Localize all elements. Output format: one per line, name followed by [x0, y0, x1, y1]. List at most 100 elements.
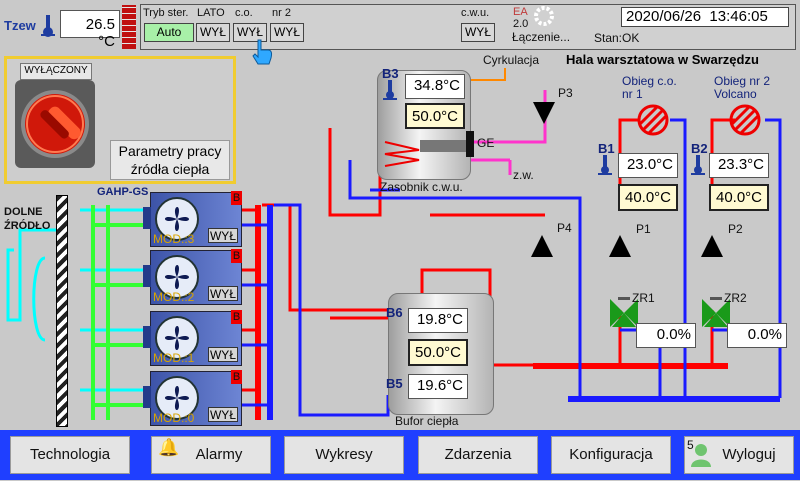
ea-label: EA: [513, 6, 528, 18]
valve-zr2-position: 0.0%: [727, 323, 787, 348]
circuit2-name: Obieg nr 2 Volcano: [714, 74, 771, 101]
nav-wyloguj-label: Wyloguj: [722, 446, 776, 463]
brick-wall-icon: [122, 5, 136, 49]
module-side: [143, 265, 151, 287]
nav-konfiguracja-button[interactable]: Konfiguracja: [551, 436, 671, 474]
circulation-label: Cyrkulacja: [483, 53, 540, 67]
nr2-label: nr 2: [272, 7, 291, 19]
nav-zdarzenia-button[interactable]: Zdarzenia: [418, 436, 538, 474]
dhw-heater-body: [466, 131, 474, 157]
buffer-bottom-sensor-label: B5: [386, 376, 403, 391]
ea-version: 2.0: [513, 18, 529, 30]
nav-alarmy-label: Alarmy: [195, 446, 243, 463]
system-status: Stan:OK: [594, 31, 640, 45]
co-toggle-button[interactable]: WYŁ: [233, 23, 267, 42]
pump-p3-icon[interactable]: [533, 102, 555, 124]
auto-button[interactable]: Auto: [144, 23, 194, 42]
buffer-bottom-temp: 19.6°C: [408, 374, 468, 399]
circuit1-radiator-icon: [636, 103, 670, 142]
module-side: [143, 326, 151, 348]
module-flag: B: [231, 249, 242, 263]
pump-p4-label: P4: [557, 221, 572, 235]
circuit2-temp: 23.3°C: [709, 153, 769, 178]
nav-wyloguj-button[interactable]: 5 Wyloguj: [684, 436, 794, 474]
dhw-temp: 34.8°C: [405, 74, 465, 99]
valve-zr1-icon[interactable]: [610, 297, 638, 334]
cwu-toggle-button[interactable]: WYŁ: [461, 23, 495, 42]
module-state: WYŁ: [208, 228, 238, 243]
pointer-hand-icon: [250, 38, 274, 71]
valve-zr2-icon[interactable]: [702, 297, 730, 334]
module-side: [143, 207, 151, 229]
pump-p2-icon[interactable]: [701, 235, 723, 257]
dhw-heater-label: GE: [477, 136, 495, 150]
thermometer-icon: [41, 15, 55, 37]
pump-p3-label: P3: [558, 86, 573, 100]
user-icon: [691, 443, 711, 481]
module-flag: B: [231, 310, 242, 324]
tzew-value: 26.5 °C: [60, 10, 120, 50]
valve-zr1-position: 0.0%: [636, 323, 696, 348]
module-flag: B: [231, 191, 242, 205]
module-state: WYŁ: [208, 407, 238, 422]
module-state: WYŁ: [208, 347, 238, 362]
module-state: WYŁ: [208, 286, 238, 301]
pump-p1-label: P1: [636, 222, 651, 236]
lower-source-line2: ŹRÓDŁO: [4, 220, 51, 232]
buffer-top-temp: 19.8°C: [408, 308, 468, 333]
pump-p1-icon[interactable]: [609, 235, 631, 257]
params-button[interactable]: Parametry pracy źródła ciepła: [110, 140, 230, 180]
circuit1-name: Obieg c.o. nr 1: [622, 74, 677, 101]
dhw-setpoint[interactable]: 50.0°C: [405, 103, 465, 129]
season-toggle-button[interactable]: WYŁ: [196, 23, 230, 42]
circuit2-thermometer-icon: [691, 155, 705, 180]
dhw-coil-icon: [383, 138, 423, 173]
loading-spinner-icon: [533, 5, 555, 32]
buffer-top-sensor-label: B6: [386, 305, 403, 320]
source-state-label: WYŁĄCZONY: [20, 63, 92, 80]
cwu-label: c.w.u.: [461, 7, 490, 19]
fan-icon: [154, 254, 200, 300]
circuit2-setpoint[interactable]: 40.0°C: [709, 184, 769, 211]
ground-collector: [56, 195, 68, 427]
dhw-heater: [420, 140, 468, 152]
connection-status: Łączenie...: [512, 30, 571, 44]
circuit1-thermometer-icon: [598, 155, 612, 180]
lower-source-line1: DOLNE: [4, 206, 43, 218]
fan-icon: [154, 375, 200, 421]
fan-icon: [154, 315, 200, 361]
circuit2-sensor-label: B2: [691, 141, 708, 156]
valve-zr2-label: ZR2: [724, 291, 747, 305]
dhw-tank-label: Zasobnik c.w.u.: [380, 180, 463, 194]
main-switch-knob[interactable]: [15, 80, 95, 168]
dhw-thermometer-icon: [383, 80, 397, 105]
co-label: c.o.: [235, 7, 253, 19]
fan-icon: [154, 196, 200, 242]
module-label: MOD.:0: [153, 411, 195, 425]
alarm-bell-icon: 🔔: [158, 438, 180, 457]
user-level-badge: 5: [687, 438, 694, 452]
module-label: MOD.:1: [153, 351, 195, 365]
nr2-toggle-button[interactable]: WYŁ: [270, 23, 304, 42]
nav-technologia-button[interactable]: Technologia: [10, 436, 130, 474]
page-title: Hala warsztatowa w Swarzędzu: [566, 52, 759, 67]
pump-p4-icon[interactable]: [531, 235, 553, 257]
valve-zr1-label: ZR1: [632, 291, 655, 305]
buffer-tank-label: Bufor ciepła: [395, 414, 459, 428]
pump-p2-label: P2: [728, 222, 743, 236]
circuit1-sensor-label: B1: [598, 141, 615, 156]
circuit2-radiator-icon: [728, 103, 762, 142]
buffer-setpoint[interactable]: 50.0°C: [408, 339, 468, 366]
circuit1-temp: 23.0°C: [618, 153, 678, 178]
datetime-display: 2020/06/26 13:46:05: [621, 7, 789, 27]
nav-wykresy-button[interactable]: Wykresy: [284, 436, 404, 474]
cold-water-label: z.w.: [513, 168, 534, 182]
module-label: MOD.:2: [153, 290, 195, 304]
module-side: [143, 386, 151, 408]
circuit1-setpoint[interactable]: 40.0°C: [618, 184, 678, 211]
dhw-sensor-label: B3: [382, 66, 399, 81]
season-label: LATO: [197, 7, 225, 19]
tryb-label: Tryb ster.: [143, 7, 189, 19]
module-label: MOD.:3: [153, 232, 195, 246]
nav-alarmy-button[interactable]: 🔔 Alarmy: [151, 436, 271, 474]
